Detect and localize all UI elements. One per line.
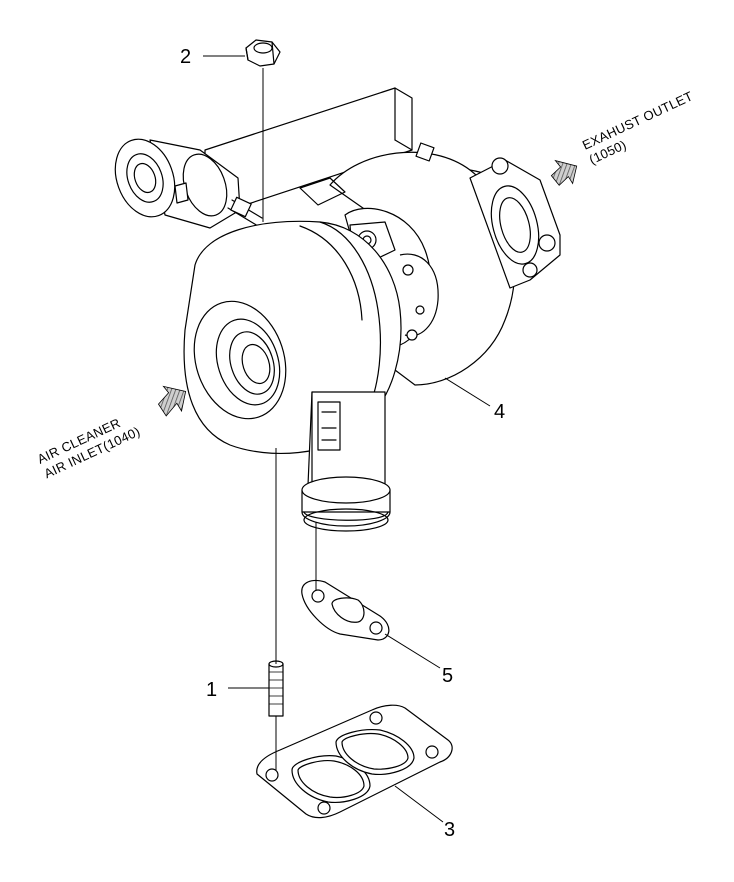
part-3-gasket xyxy=(256,704,453,819)
leader-5 xyxy=(384,633,441,669)
air-inlet-label: AIR CLEANER AIR INLET(1040) xyxy=(35,415,143,481)
air-inlet-flow-arrow-icon xyxy=(157,385,187,417)
callout-2: 2 xyxy=(180,46,191,68)
callout-1: 1 xyxy=(206,679,217,701)
callout-5: 5 xyxy=(442,665,453,687)
exhaust-outlet-label: EXAHUST OUTLET (1050) xyxy=(580,88,695,167)
part-1-stud xyxy=(268,660,284,717)
part-2-nut xyxy=(245,39,281,67)
part-5-gasket xyxy=(301,579,390,641)
leader-lines xyxy=(203,55,491,823)
outlet-pipe xyxy=(301,391,391,532)
leader-3 xyxy=(394,785,444,823)
callout-4: 4 xyxy=(494,401,505,423)
wastegate-actuator xyxy=(114,138,263,229)
exhaust-label-line1: EXAHUST OUTLET xyxy=(580,88,695,152)
leader-4 xyxy=(444,377,491,407)
exhaust-flow-arrow-icon xyxy=(550,159,578,186)
callout-3: 3 xyxy=(444,819,455,841)
